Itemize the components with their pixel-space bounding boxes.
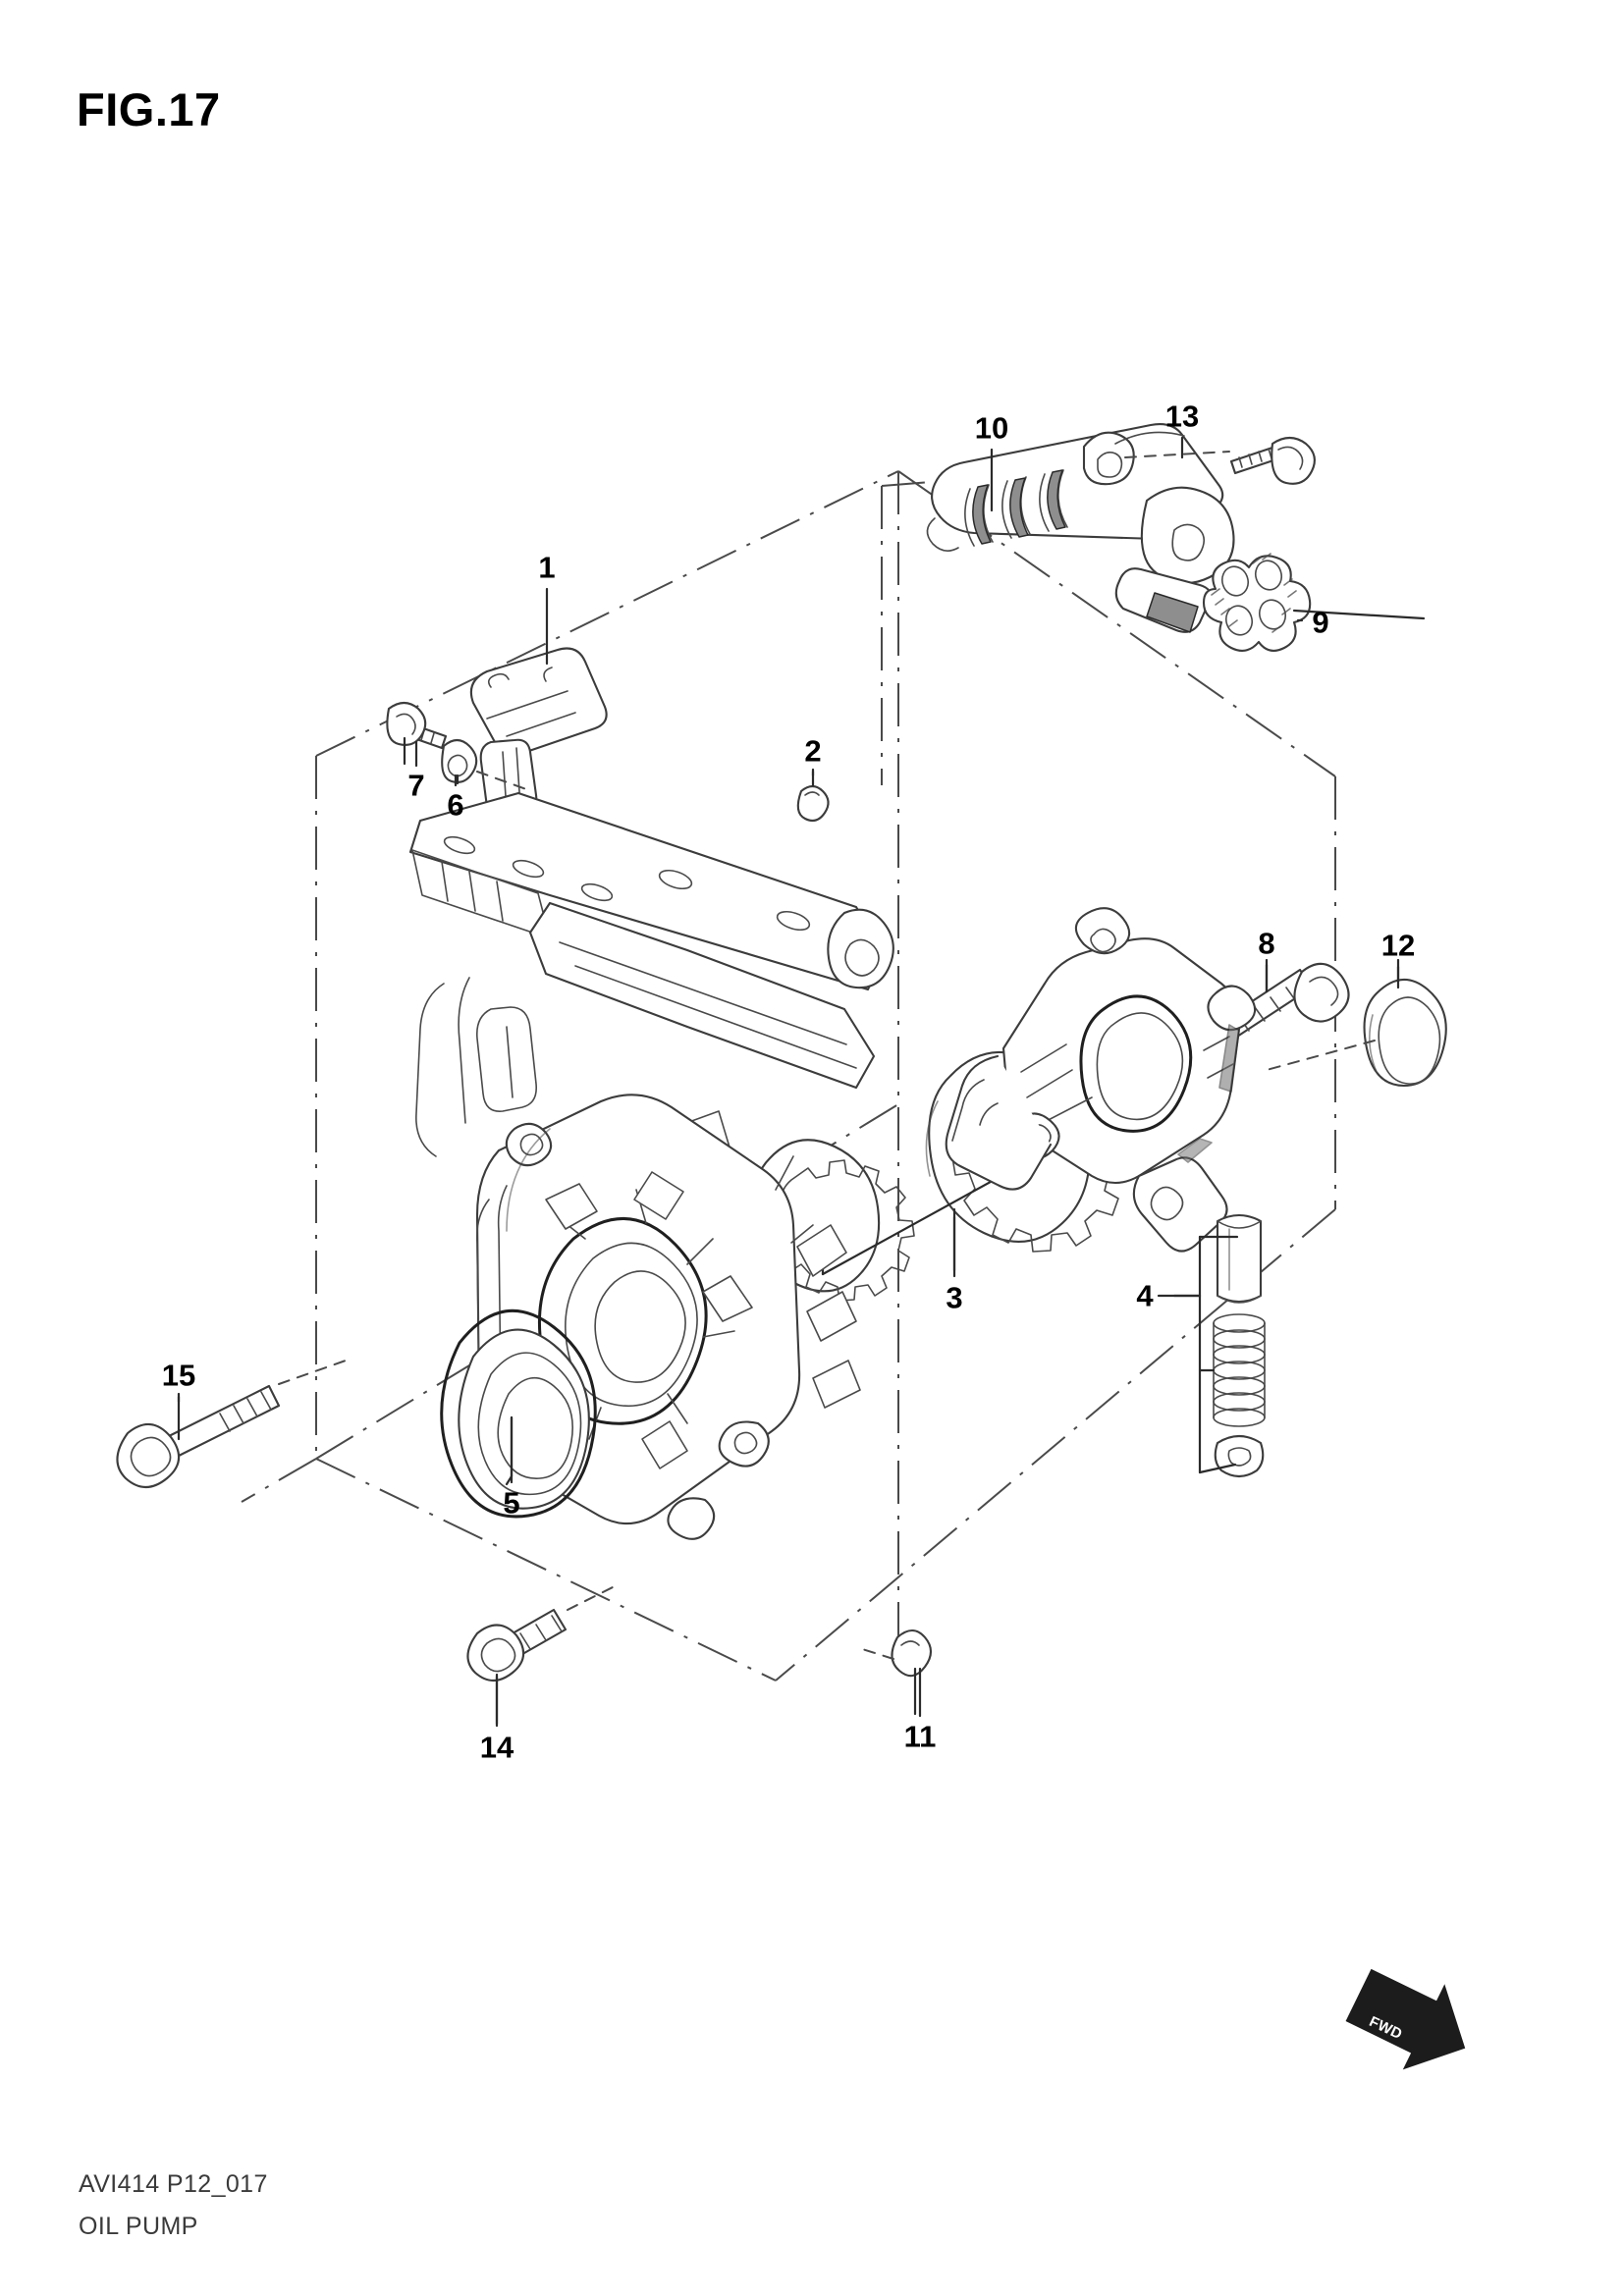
part-oil-pump-cover-housing xyxy=(945,907,1257,1253)
footer-part-code: AVI414 P12_017 xyxy=(79,2170,268,2198)
part-washer xyxy=(441,738,527,790)
part-bolt-short xyxy=(386,701,448,766)
figure-footer: AVI414 P12_017 OIL PUMP xyxy=(79,2167,268,2244)
callout-leaders xyxy=(177,436,1400,1728)
part-vvt-control-solenoid xyxy=(926,423,1235,633)
callout-number-7: 7 xyxy=(407,768,425,803)
fwd-arrow-label: FWD xyxy=(1366,2013,1405,2044)
callout-number-15: 15 xyxy=(161,1358,196,1393)
callout-number-13: 13 xyxy=(1164,399,1200,434)
callout-number-6: 6 xyxy=(447,787,464,823)
footer-figure-name: OIL PUMP xyxy=(79,2212,198,2240)
part-oil-pressure-relief-valve xyxy=(1172,1213,1266,1478)
callout-number-5: 5 xyxy=(503,1485,520,1521)
callout-number-2: 2 xyxy=(804,733,822,769)
part-dowel-pin-small xyxy=(855,1629,933,1716)
assembly-group-boundary xyxy=(241,470,1336,1682)
callout-number-1: 1 xyxy=(538,550,556,585)
part-oil-pump-case-upper xyxy=(408,647,894,1165)
callout-number-12: 12 xyxy=(1380,928,1416,963)
part-dowel-pin xyxy=(796,768,830,823)
part-bolt-long xyxy=(116,1360,347,1489)
callout-number-11: 11 xyxy=(903,1719,937,1754)
callout-number-9: 9 xyxy=(1312,605,1329,640)
part-o-ring xyxy=(1266,958,1447,1088)
figure-title: FIG.17 xyxy=(77,83,221,135)
part-bolt-pump-cover xyxy=(1223,958,1350,1039)
callout-number-10: 10 xyxy=(974,410,1009,446)
callout-number-3: 3 xyxy=(946,1280,963,1315)
callout-3-leader xyxy=(821,1135,1021,1276)
part-bolt-case-lower xyxy=(466,1583,620,1726)
part-bolt-solenoid xyxy=(1229,436,1316,485)
part-oil-pump-case-body xyxy=(475,1094,861,1540)
callout-number-8: 8 xyxy=(1258,926,1275,961)
forward-direction-arrow xyxy=(1345,1968,1466,2070)
part-outer-rotor xyxy=(925,1050,1125,1253)
callout-number-14: 14 xyxy=(479,1730,514,1765)
part-inner-rotor xyxy=(751,1139,915,1302)
callout-number-4: 4 xyxy=(1136,1278,1154,1313)
